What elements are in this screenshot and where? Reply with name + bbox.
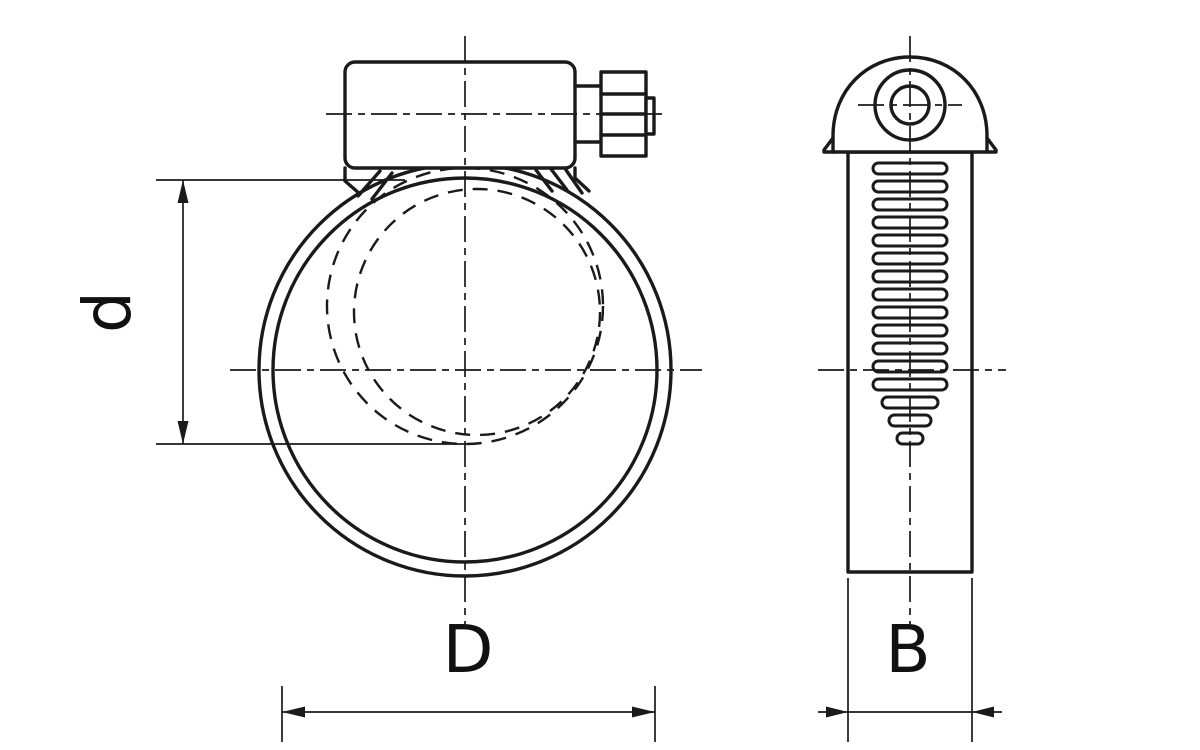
dimension-B: B: [818, 578, 1002, 742]
B-arrowhead-left: [826, 706, 848, 718]
d-arrowhead-top: [177, 180, 189, 203]
band-entry-line-left-1: [356, 169, 382, 198]
B-arrowhead-right: [972, 706, 994, 718]
D-arrowhead-left: [282, 706, 305, 718]
worm-gear-housing-front: [343, 60, 577, 170]
housing-left-tab: [343, 166, 362, 196]
front-view: [257, 60, 673, 578]
centerlines: [230, 36, 1006, 628]
dim-label-d: d: [69, 291, 146, 333]
dimension-D: D: [281, 611, 656, 742]
band-entry-line-right-2: [549, 167, 569, 192]
band-entry-line-left-2: [370, 171, 394, 201]
band-entry-line-right-1: [534, 168, 554, 193]
d-arrowhead-bottom: [177, 421, 189, 444]
housing-side-foot-right: [985, 136, 998, 154]
band-entry-line-right-3: [564, 168, 584, 195]
dimension-d: d: [69, 179, 470, 445]
hose-dashed-circle-inner: [352, 187, 602, 437]
dim-label-B: B: [885, 611, 930, 688]
dim-label-D: D: [443, 611, 494, 688]
D-arrowhead-right: [632, 706, 655, 718]
screw-head-tip: [644, 96, 656, 136]
housing-side-foot-left: [822, 136, 835, 154]
housing-right-tab: [573, 166, 591, 193]
